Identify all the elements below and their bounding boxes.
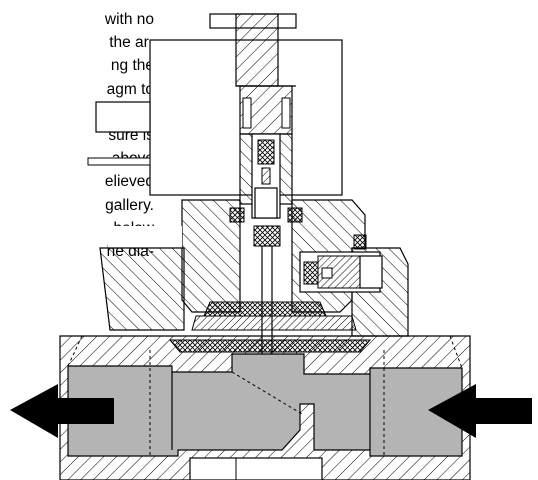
text-line: elieved <box>104 173 154 191</box>
text-line: agm to <box>106 80 154 98</box>
inlet-arrow <box>428 384 532 438</box>
text-line: with no <box>104 11 154 28</box>
armature-stem <box>209 13 297 135</box>
flow-passage <box>67 335 463 457</box>
electrical-terminal <box>87 101 151 166</box>
text-line: the ar- <box>109 34 154 52</box>
lower-flange <box>189 457 323 480</box>
text-line: ng the <box>110 57 154 75</box>
text-line: gallery. <box>105 196 154 214</box>
outlet-arrow <box>10 384 114 438</box>
pilot-plug <box>299 251 383 293</box>
plunger-tube <box>239 133 293 247</box>
